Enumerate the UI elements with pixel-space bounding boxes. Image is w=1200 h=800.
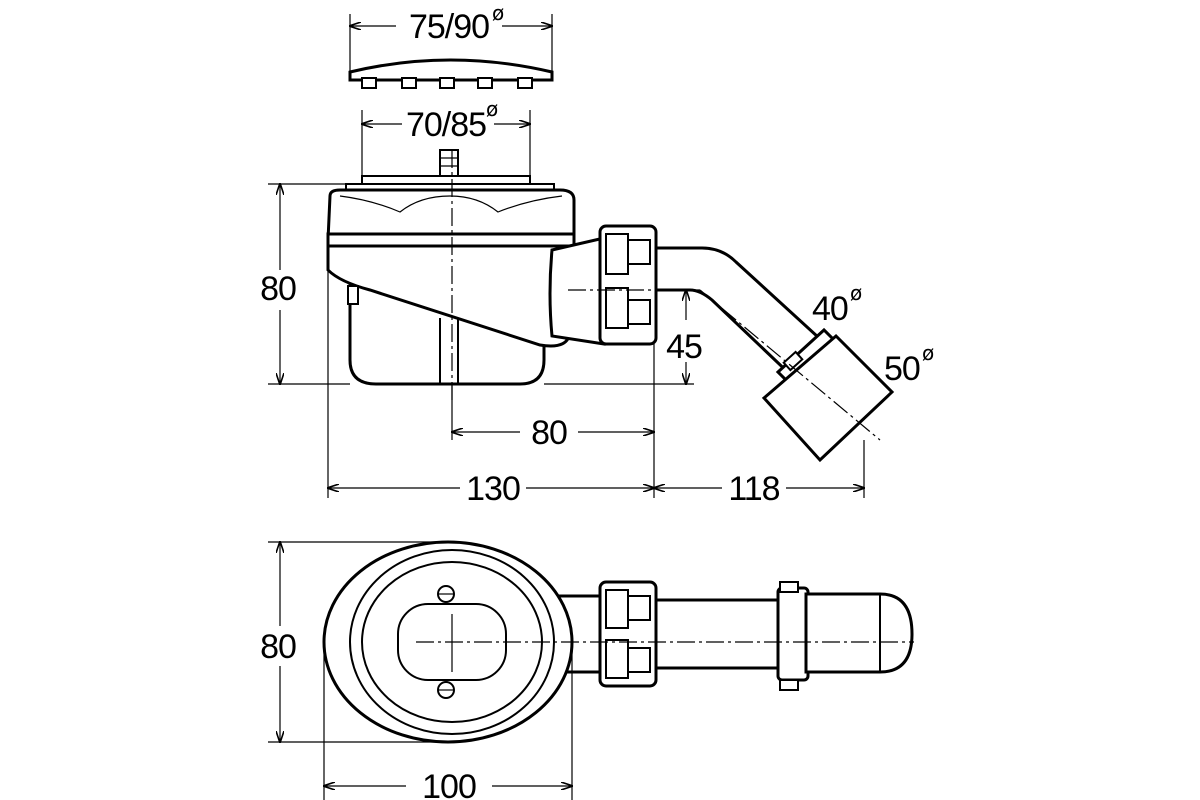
pipe-length-label: 118	[728, 470, 779, 508]
diameter-symbol: ø	[486, 97, 498, 121]
body-length-label: 130	[466, 470, 520, 508]
grate-inner-diameter-dimension: 70/85 ø	[362, 97, 530, 144]
side-height-label: 80	[260, 270, 296, 308]
grate-outer-diameter-dimension: 75/90 ø	[350, 1, 552, 46]
outlet-offset-label: 80	[531, 414, 567, 452]
top-view	[322, 540, 914, 744]
diameter-symbol: ø	[922, 341, 934, 365]
top-height-label: 80	[260, 628, 296, 666]
outlet-height-dimension: 45	[544, 290, 703, 384]
side-height-dimension: 80	[260, 184, 350, 384]
diameter-symbol: ø	[492, 1, 504, 25]
diameter-symbol: ø	[850, 281, 862, 305]
length-dimensions: 130 118	[328, 246, 864, 508]
grate-outer-diameter-label: 75/90	[409, 8, 489, 46]
grate-inner-diameter-label: 70/85	[406, 106, 486, 144]
pipe-diameter-inner-label: 40	[812, 290, 848, 328]
top-height-dimension: 80	[260, 542, 448, 742]
side-view	[326, 110, 895, 463]
top-width-label: 100	[422, 768, 476, 800]
top-width-dimension: 100	[324, 642, 572, 800]
grate-cover	[348, 14, 554, 89]
pipe-diameter-labels: 40 ø 50 ø	[812, 281, 934, 388]
outlet-height-label: 45	[666, 328, 702, 366]
pipe-diameter-outer-label: 50	[884, 350, 920, 388]
outlet-offset-dimension: 80	[452, 344, 654, 498]
